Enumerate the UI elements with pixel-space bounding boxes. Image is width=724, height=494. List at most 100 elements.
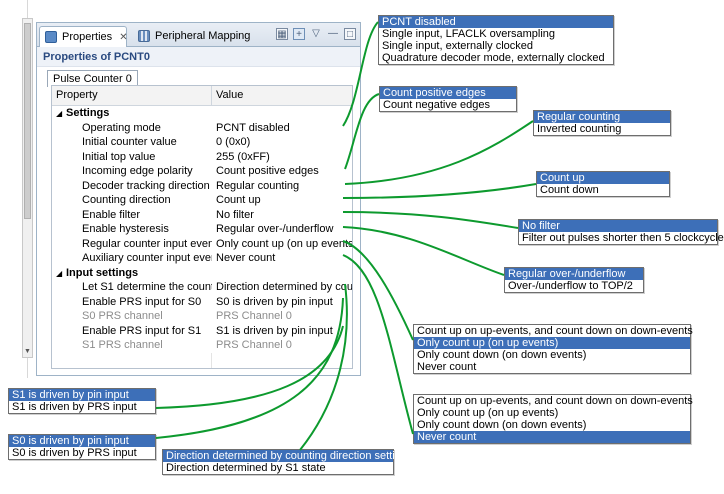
option[interactable]: Direction determined by S1 state [166,462,326,474]
property-value[interactable]: No filter [216,208,254,221]
tab-peripheral-mapping[interactable]: Peripheral Mapping [133,26,250,47]
tab-peripheral-mapping-label: Peripheral Mapping [155,30,251,42]
option[interactable]: Over-/underflow to TOP/2 [508,280,633,292]
table-row[interactable]: Auxiliary counter input event Never count [52,251,352,266]
property-label: Decoder tracking direction [82,179,210,192]
view-menu-chevron-icon[interactable]: ▽ [312,28,320,39]
option[interactable]: S0 is driven by PRS input [12,447,137,459]
option-selected[interactable]: S0 is driven by pin input [9,435,155,447]
maximize-icon[interactable]: □ [344,28,356,40]
option-selected[interactable]: Direction determined by counting directi… [163,450,407,462]
property-label: Initial top value [82,150,156,163]
table-row[interactable]: Decoder tracking direction Regular counti… [52,179,352,194]
dropdown-s0-prs-input: S0 is driven by pin input S0 is driven b… [8,434,156,460]
option[interactable]: Count up on up-events, and count down on… [417,325,693,337]
empty-row [52,352,352,367]
collapse-triangle-icon[interactable]: ◢ [56,109,63,119]
category-row-settings[interactable]: ◢Settings [52,106,352,121]
properties-view: Properties ✕ Peripheral Mapping ▦ + ▽ — … [36,22,361,376]
grid-icon [138,30,150,42]
option[interactable]: Count up on up-events, and count down on… [417,395,693,407]
property-value[interactable]: Regular counting [216,179,300,192]
table-row[interactable]: Enable filter No filter [52,208,352,223]
dropdown-regular-input-event: Count up on up-events, and count down on… [413,324,693,374]
property-value[interactable]: Regular over-/underflow [216,223,334,236]
category-label: Input settings [66,266,139,279]
property-value[interactable]: PCNT disabled [216,121,290,134]
close-icon[interactable]: ✕ [119,32,128,43]
option-selected[interactable]: Count up [537,172,669,184]
property-label: Enable PRS input for S1 [82,324,202,337]
column-header-property[interactable]: Property [52,86,212,105]
option[interactable]: S1 is driven by PRS input [12,401,137,413]
option-selected[interactable]: No filter [519,220,717,232]
table-row[interactable]: Initial top value 255 (0xFF) [52,150,352,165]
connector-filter [342,211,519,229]
option[interactable]: Only count up (on up events) [417,407,559,419]
scroll-down-icon[interactable]: ▼ [24,348,31,355]
vertical-scrollbar[interactable]: ▼ [22,18,33,358]
option[interactable]: Only count down (on down events) [417,419,587,431]
option[interactable]: Never count [417,361,477,373]
dropdown-edge-polarity: Count positive edges Count negative edge… [379,86,517,112]
dropdown-tracking-direction: Regular counting Inverted counting [533,110,671,136]
property-label: Auxiliary counter input event [82,252,212,265]
property-label: Enable filter [82,208,141,221]
collapse-triangle-icon[interactable]: ◢ [56,268,63,278]
minimize-icon[interactable]: — [328,28,338,39]
table-row[interactable]: Enable PRS input for S1 S1 is driven by p… [52,324,352,339]
option[interactable]: Single input, externally clocked [382,40,534,52]
option-selected[interactable]: Count positive edges [380,87,516,99]
option[interactable]: Count negative edges [383,99,491,111]
property-value[interactable]: Direction determined by counting directi… [216,281,352,294]
property-value[interactable]: Count positive edges [216,165,319,178]
option-selected[interactable]: S1 is driven by pin input [9,389,155,401]
table-row[interactable]: Let S1 determine the counting direction D… [52,280,352,295]
option[interactable]: Count down [540,184,599,196]
scrollbar-thumb[interactable] [24,23,31,219]
pin-view-icon[interactable]: ▦ [276,28,288,40]
column-header-value[interactable]: Value [216,89,244,101]
property-label: S1 PRS channel [82,339,163,352]
dropdown-s1-counting-direction: Direction determined by counting directi… [162,449,407,475]
property-label: Let S1 determine the counting direction [82,281,212,294]
tab-properties-label: Properties [62,31,113,43]
dropdown-auxiliary-input-event: Count up on up-events, and count down on… [413,394,693,444]
property-value[interactable]: S0 is driven by pin input [216,295,333,308]
category-row-input-settings[interactable]: ◢Input settings [52,266,352,281]
connector-tracking [344,120,534,185]
property-value[interactable]: 255 (0xFF) [216,150,270,163]
option[interactable]: Quadrature decoder mode, externally cloc… [382,52,605,64]
option-selected[interactable]: Only count up (on up events) [414,337,690,349]
tab-properties[interactable]: Properties ✕ [39,26,128,47]
option-selected[interactable]: PCNT disabled [379,16,613,28]
option[interactable]: Filter out pulses shorter then 5 clockcy… [522,232,724,244]
property-value[interactable]: Only count up (on up events) [216,237,352,250]
table-row[interactable]: Enable hysteresis Regular over-/underflow [52,222,352,237]
property-value: PRS Channel 0 [216,339,292,352]
new-document-icon[interactable]: + [293,28,305,40]
table-row[interactable]: Enable PRS input for S0 S0 is driven by p… [52,295,352,310]
property-value[interactable]: S1 is driven by pin input [216,324,333,337]
option-selected[interactable]: Regular over-/underflow [505,268,643,280]
property-value[interactable]: Count up [216,194,261,207]
property-label: Enable PRS input for S0 [82,295,202,308]
option[interactable]: Inverted counting [537,123,622,135]
option-selected[interactable]: Never count [414,431,690,443]
property-value[interactable]: Never count [216,252,276,265]
option-selected[interactable]: Regular counting [534,111,670,123]
tab-pulse-counter-0[interactable]: Pulse Counter 0 [47,70,138,87]
option[interactable]: Single input, LFACLK oversampling [382,28,556,40]
property-value[interactable]: 0 (0x0) [216,136,251,149]
category-label: Settings [66,107,110,120]
property-label: Enable hysteresis [82,223,169,236]
dropdown-s1-prs-input: S1 is driven by pin input S1 is driven b… [8,388,156,414]
option[interactable]: Only count down (on down events) [417,349,587,361]
